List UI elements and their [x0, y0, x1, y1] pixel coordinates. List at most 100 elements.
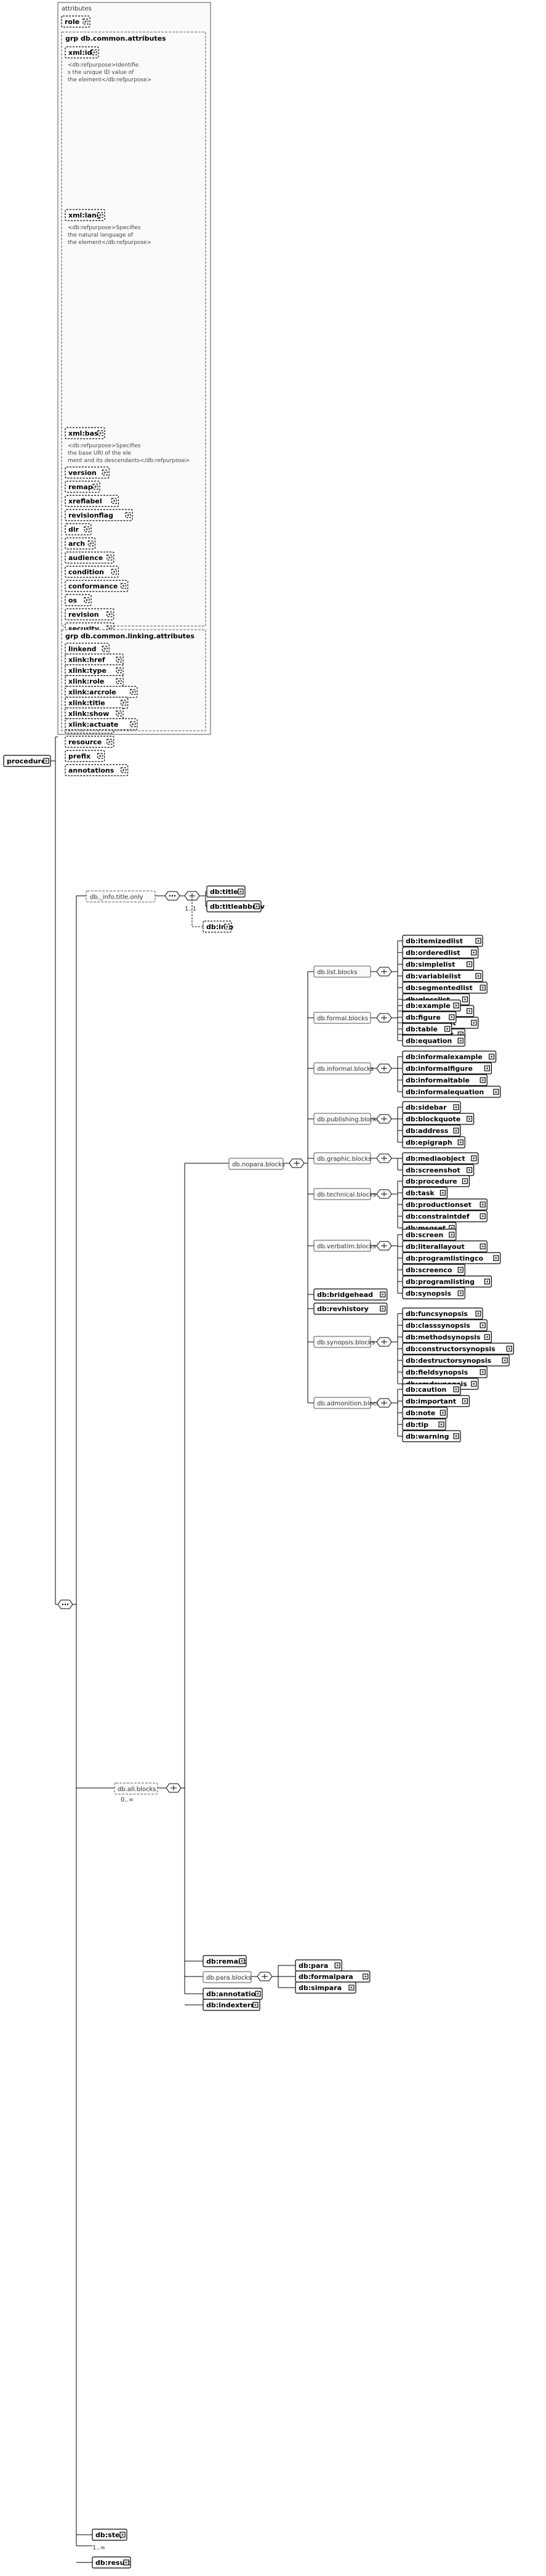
- attr-arch[interactable]: arch: [65, 537, 96, 550]
- node-db-informalexample[interactable]: db:informalexample: [402, 1050, 497, 1063]
- node-db-funcsynopsis[interactable]: db:funcsynopsis: [402, 1307, 483, 1320]
- root-procedure[interactable]: procedure: [3, 755, 51, 767]
- node-db-caution[interactable]: db:caution: [402, 1383, 461, 1396]
- attr-annotations[interactable]: annotations: [65, 764, 129, 776]
- node-db-classsynopsis[interactable]: db:classsynopsis: [402, 1319, 488, 1331]
- group-label-db-list-blocks: db.list.blocks: [317, 969, 357, 976]
- attr-revision[interactable]: revision: [65, 608, 114, 620]
- node-db-sidebar[interactable]: db:sidebar: [402, 1101, 461, 1113]
- node-db-title[interactable]: db:title: [206, 885, 246, 898]
- node-db-constructorsynopsis[interactable]: db:constructorsynopsis: [402, 1343, 514, 1355]
- node-db-destructorsynopsis[interactable]: db:destructorsynopsis: [402, 1354, 510, 1367]
- attr-audience[interactable]: audience: [65, 551, 114, 564]
- node-db-titleabbrev[interactable]: db:titleabbrev: [206, 900, 265, 912]
- attr-os[interactable]: os: [65, 594, 92, 606]
- attr-xml-base[interactable]: xml:base: [65, 427, 105, 439]
- attr-xreflabel[interactable]: xreflabel: [65, 495, 119, 507]
- node-db-warning[interactable]: db:warning: [402, 1430, 461, 1442]
- attr-xlink-type[interactable]: xlink:type: [65, 664, 124, 677]
- attr-resource[interactable]: resource: [65, 736, 114, 748]
- attr-remap[interactable]: remap: [65, 481, 100, 493]
- node-db-result[interactable]: db:result: [92, 2556, 131, 2569]
- attr-xlink-arcrole[interactable]: xlink:arcrole: [65, 686, 138, 698]
- node-db-equation[interactable]: db:equation: [402, 1034, 465, 1047]
- node-db-tip[interactable]: db:tip: [402, 1418, 446, 1431]
- node-label: db:important: [406, 1397, 456, 1405]
- node-db-screenco[interactable]: db:screenco: [402, 1264, 465, 1276]
- node-db-important[interactable]: db:important: [402, 1395, 470, 1407]
- node-label: db:formalpara: [299, 1973, 353, 1981]
- node-db-constraintdef[interactable]: db:constraintdef: [402, 1210, 488, 1222]
- node-db-bridgehead[interactable]: db:bridgehead: [313, 1288, 388, 1301]
- node-db-remark[interactable]: db:remark: [203, 1955, 247, 1967]
- node-db-informalequation[interactable]: db:informalequation: [402, 1086, 501, 1098]
- node-db-blockquote[interactable]: db:blockquote: [402, 1113, 475, 1125]
- node-db-annotation[interactable]: db:annotation: [203, 1988, 263, 2000]
- attr-role[interactable]: role: [61, 15, 90, 28]
- node-label: dir: [68, 526, 79, 534]
- node-db-procedure[interactable]: db:procedure: [402, 1175, 470, 1187]
- node-label: procedure: [7, 757, 46, 765]
- node-db-orderedlist[interactable]: db:orderedlist: [402, 946, 479, 959]
- node-db-literallayout[interactable]: db:literallayout: [402, 1240, 488, 1253]
- node-db-synopsis[interactable]: db:synopsis: [402, 1287, 465, 1299]
- node-label: db:address: [406, 1127, 449, 1135]
- node-db-mediaobject[interactable]: db:mediaobject: [402, 1152, 479, 1164]
- node-db-note[interactable]: db:note: [402, 1407, 448, 1419]
- node-db-segmentedlist[interactable]: db:segmentedlist: [402, 981, 488, 994]
- node-label: arch: [68, 540, 85, 548]
- attr-xml-id[interactable]: xml:id: [65, 46, 99, 59]
- attr-linkend[interactable]: linkend: [65, 643, 110, 655]
- linking-attributes-label: grp db.common.linking.attributes: [65, 632, 195, 640]
- node-db-epigraph[interactable]: db:epigraph: [402, 1136, 465, 1148]
- attr-version[interactable]: version: [65, 466, 110, 479]
- group-label-db-formal-blocks: db.formal.blocks: [317, 1015, 368, 1022]
- node-db-productionset[interactable]: db:productionset: [402, 1198, 488, 1211]
- attr-xlink-actuate[interactable]: xlink:actuate: [65, 718, 138, 731]
- attr-conformance[interactable]: conformance: [65, 580, 129, 592]
- node-db-fieldsynopsis[interactable]: db:fieldsynopsis: [402, 1366, 488, 1378]
- attr-xlink-title[interactable]: xlink:title: [65, 696, 129, 709]
- node-db-programlisting[interactable]: db:programlisting: [402, 1275, 492, 1288]
- attr-dir[interactable]: dir: [65, 523, 92, 535]
- node-db-programlistingco[interactable]: db:programlistingco: [402, 1252, 501, 1264]
- node-db-revhistory[interactable]: db:revhistory: [313, 1302, 388, 1315]
- attr-xlink-role[interactable]: xlink:role: [65, 675, 124, 688]
- node-db-itemizedlist[interactable]: db:itemizedlist: [402, 935, 483, 947]
- node-db-para[interactable]: db:para: [295, 1959, 342, 1972]
- info-title-only-group[interactable]: [86, 890, 156, 903]
- all-blocks-group[interactable]: [114, 1782, 158, 1795]
- attr-prefix[interactable]: prefix: [65, 750, 105, 762]
- node-db-formalpara[interactable]: db:formalpara: [295, 1970, 371, 1983]
- node-db-screen[interactable]: db:screen: [402, 1229, 457, 1241]
- nopara-blocks-group[interactable]: [228, 1158, 284, 1170]
- attr-condition[interactable]: condition: [65, 566, 119, 578]
- attr-xml-lang[interactable]: xml:lang: [65, 209, 105, 221]
- node-db-simplelist[interactable]: db:simplelist: [402, 958, 475, 970]
- attr-revisionflag[interactable]: revisionflag: [65, 509, 133, 521]
- group-label-db-verbatim-blocks: db.verbatim.blocks: [317, 1243, 376, 1250]
- node-db-screenshot[interactable]: db:screenshot: [402, 1164, 475, 1176]
- para-blocks-group[interactable]: [203, 1971, 252, 1983]
- attr-xlink-show[interactable]: xlink:show: [65, 707, 124, 720]
- node-db-simpara[interactable]: db:simpara: [295, 1981, 356, 1994]
- node-db-figure[interactable]: db:figure: [402, 1011, 457, 1023]
- node-label: db:result: [95, 2559, 130, 2567]
- node-label: db:classsynopsis: [406, 1322, 470, 1330]
- node-label: db:synopsis: [406, 1290, 451, 1298]
- node-db-informaltable[interactable]: db:informaltable: [402, 1074, 488, 1086]
- node-db-indexterm[interactable]: db:indexterm: [203, 1999, 260, 2011]
- node-db-example[interactable]: db:example: [402, 999, 461, 1012]
- node-db-address[interactable]: db:address: [402, 1124, 461, 1137]
- node-label: db:example: [406, 1002, 451, 1010]
- node-db-variablelist[interactable]: db:variablelist: [402, 970, 483, 982]
- node-db-table[interactable]: db:table: [402, 1023, 452, 1035]
- node-db-info[interactable]: db:info: [203, 920, 234, 933]
- node-db-informalfigure[interactable]: db:informalfigure: [402, 1062, 492, 1075]
- attr-xlink-href[interactable]: xlink:href: [65, 653, 124, 666]
- node-label: db:screen: [406, 1231, 443, 1239]
- node-db-task[interactable]: db:task: [402, 1187, 448, 1199]
- node-db-step[interactable]: db:step: [92, 2529, 127, 2541]
- node-db-methodsynopsis[interactable]: db:methodsynopsis: [402, 1331, 492, 1343]
